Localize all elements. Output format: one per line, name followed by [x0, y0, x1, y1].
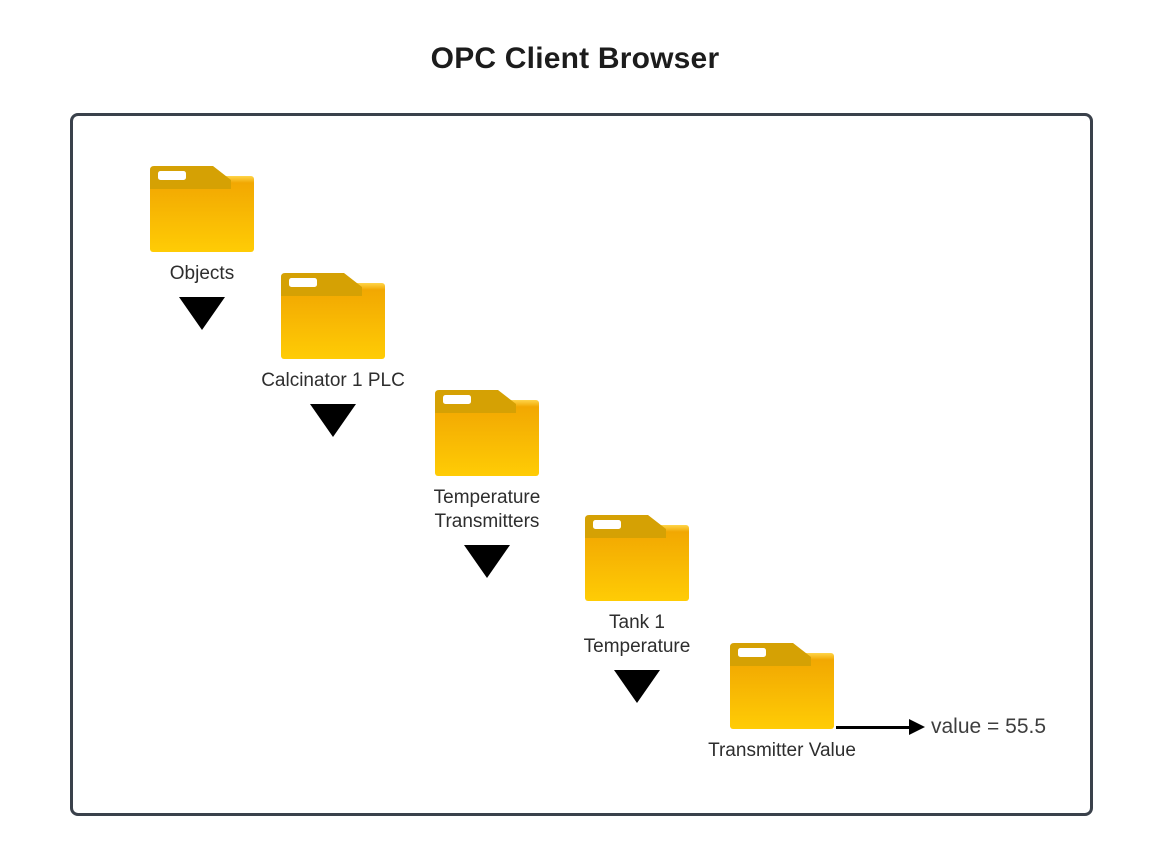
folder-icon[interactable] [435, 390, 539, 476]
folder-icon[interactable] [585, 515, 689, 601]
tree-node-temperature-transmitters: Temperature Transmitters [402, 390, 572, 578]
tree-node-calcinator-1-plc: Calcinator 1 PLC [248, 273, 418, 437]
down-triangle-icon [464, 545, 510, 578]
right-arrowhead-icon [909, 719, 925, 735]
folder-icon[interactable] [281, 273, 385, 359]
tree-node-tank-1-temperature: Tank 1 Temperature [552, 515, 722, 703]
down-triangle-icon [310, 404, 356, 437]
folder-icon[interactable] [730, 643, 834, 729]
opc-browser-panel: Objects Calcinator 1 PLC Tem [70, 113, 1093, 816]
tree-node-transmitter-value: Transmitter Value [697, 643, 867, 763]
node-label: Calcinator 1 PLC [261, 370, 405, 391]
folder-icon[interactable] [150, 166, 254, 252]
node-label: Tank 1 Temperature [583, 612, 691, 657]
down-triangle-icon [614, 670, 660, 703]
node-label: Objects [169, 263, 235, 284]
down-triangle-icon [179, 297, 225, 330]
right-arrow-icon [836, 726, 910, 729]
node-label: Transmitter Value [708, 740, 856, 761]
tree-node-objects: Objects [117, 166, 287, 330]
value-readout: value = 55.5 [931, 715, 1047, 738]
node-label: Temperature Transmitters [433, 487, 541, 532]
page-title: OPC Client Browser [430, 42, 720, 75]
